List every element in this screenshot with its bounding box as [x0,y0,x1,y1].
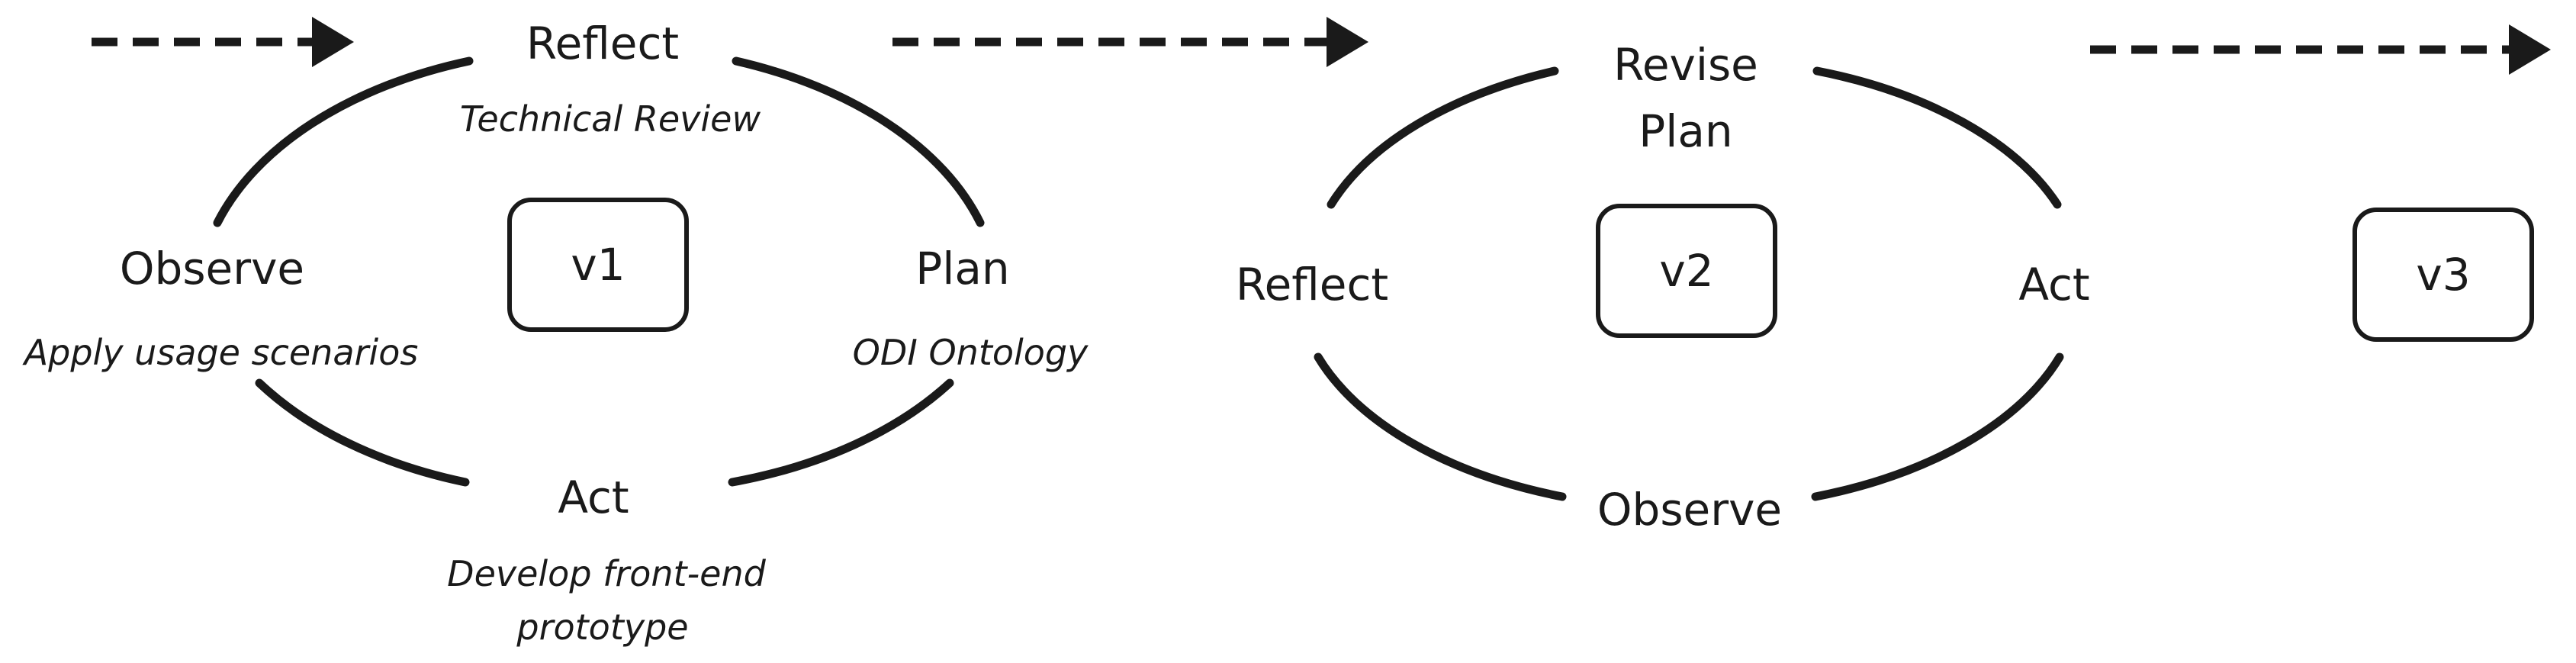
version-box-v1-label: v1 [571,239,625,291]
cycle2-revise-plan-line2: Plan [1639,105,1732,157]
cycle1-act-detail-line1: Develop front-end [447,553,766,594]
cycle2-arc-top-right [1812,66,2062,209]
cycle1-arc-top-right [732,56,985,227]
cycle2-act-label: Act [2018,259,2089,311]
cycle2-observe-label: Observe [1597,484,1782,536]
cycle1-plan-label: Plan [915,243,1009,294]
cycle2-arc-bottom-right [1811,352,2064,501]
cycle2-arc-top-left [1327,66,1559,209]
version-box-v2 [1596,204,1777,338]
version-box-v3 [2352,208,2534,342]
version-box-v2-label: v2 [1659,245,1713,297]
cycle1-reflect-detail: Technical Review [460,98,761,140]
version-box-v1 [507,198,689,332]
cycle1-reflect-label: Reflect [526,18,679,69]
cycle2-revise-plan-line1: Revise [1613,39,1758,91]
cycle1-act-detail-line2: prototype [516,607,688,648]
cycle1-ring [213,56,985,487]
cycle2-reflect-label: Reflect [1236,259,1388,311]
cycle1-arc-top-left [213,56,474,227]
cycle1-observe-detail: Apply usage scenarios [22,332,419,373]
cycle2-ring [1314,66,2064,501]
cycle1-plan-detail: ODI Ontology [853,332,1089,373]
version-box-v3-label: v3 [2416,249,2470,301]
cycle1-arc-bottom-right [728,378,954,487]
cycle1-act-label: Act [558,472,629,523]
cycle2-arc-bottom-left [1314,352,1567,501]
cycle1-observe-label: Observe [120,243,304,294]
cycle1-arc-bottom-left [255,378,470,487]
